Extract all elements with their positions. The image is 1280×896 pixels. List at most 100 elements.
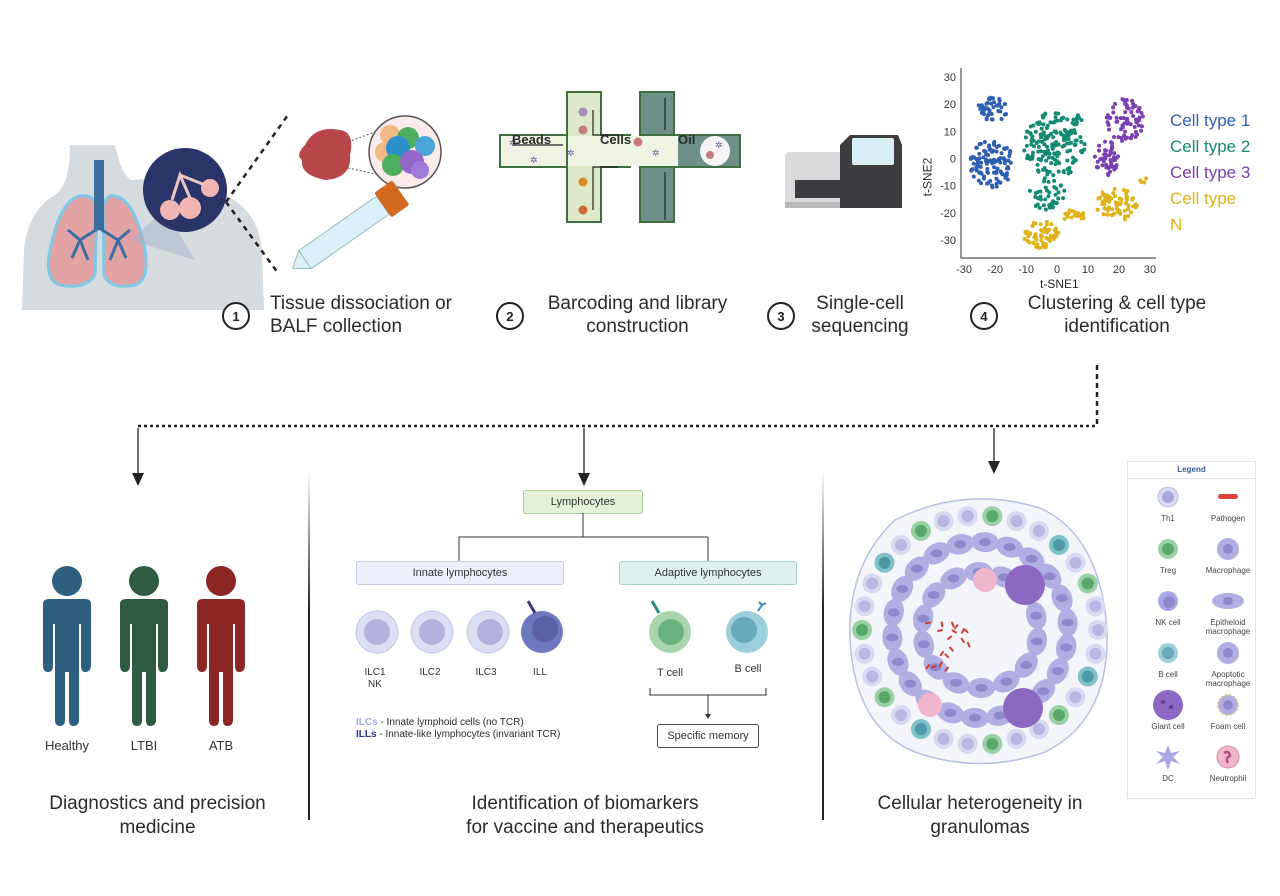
y-tick-label: -30: [940, 235, 956, 247]
lymphocyte-cell: [874, 552, 895, 573]
scatter-point: [1049, 161, 1054, 166]
scatter-point: [979, 171, 984, 176]
scatter-point: [1043, 197, 1048, 202]
scatter-point: [1042, 142, 1047, 147]
scatter-point: [1002, 146, 1007, 151]
lymphocyte-cell: [911, 719, 931, 740]
scatter-point: [1029, 138, 1034, 143]
scatter-point: [1061, 133, 1066, 138]
granuloma-title-line2: granulomas: [930, 817, 1030, 838]
svg-text:✲: ✲: [530, 155, 538, 165]
step-4-line2: identification: [1064, 316, 1170, 337]
lymphocyte-cell: [862, 666, 883, 687]
scatter-point: [1128, 135, 1133, 140]
scatter-point: [1068, 148, 1073, 153]
epitheloid-macrophage-icon: [1212, 593, 1244, 609]
scatter-point: [1038, 132, 1043, 137]
scatter-point: [1122, 121, 1127, 126]
scatter-point: [1118, 116, 1123, 121]
biomarkers-title-line1: Identification of biomarkers: [471, 793, 699, 814]
scatter-point: [1043, 152, 1048, 157]
scatter-point: [1123, 136, 1128, 141]
macrophage-cell: [995, 536, 1024, 558]
scatter-point: [991, 105, 996, 110]
scatter-point: [1041, 122, 1046, 127]
scatter-point: [1125, 121, 1130, 126]
scatter-point: [1078, 135, 1083, 140]
scatter-point: [1124, 195, 1129, 200]
scatter-point: [1047, 151, 1052, 156]
lymphocyte-cell: [854, 643, 875, 664]
person-icon: [197, 566, 245, 726]
scatter-point: [1116, 135, 1121, 140]
scatter-point: [1068, 169, 1073, 174]
scatter-point: [1067, 208, 1072, 213]
scatter-point: [1030, 150, 1035, 155]
scatter-point: [1111, 110, 1116, 115]
scatter-point: [1061, 115, 1066, 120]
scatter-point: [1039, 126, 1044, 131]
lymphocyte-cell: [854, 596, 875, 617]
scatter-point: [998, 160, 1003, 165]
tsne-xlabel: t-SNE1: [1040, 277, 1079, 291]
b-cell-label: B cell: [734, 663, 762, 675]
scatter-point: [1043, 207, 1048, 212]
scatter-point: [1027, 188, 1032, 193]
scatter-point: [1097, 195, 1102, 200]
person-label: ATB: [208, 738, 234, 753]
scatter-point: [1112, 134, 1117, 139]
person-label: LTBI: [130, 738, 158, 753]
bronchi-icon: [67, 226, 131, 261]
giant-cell-icon: [1153, 690, 1183, 720]
scatter-point: [1035, 190, 1040, 195]
scatter-point: [997, 143, 1001, 148]
scatter-point: [977, 151, 982, 156]
macrophage-cell: [1051, 584, 1073, 612]
arrow-down-icon: [578, 473, 590, 486]
scatter-point: [996, 157, 1001, 162]
y-tick-label: -20: [940, 208, 956, 220]
macrophage-cell: [913, 630, 935, 659]
scatter-point: [1106, 123, 1111, 128]
macrophage-cell: [1046, 657, 1069, 685]
scatter-point: [1054, 130, 1059, 135]
x-tick-label: 0: [1054, 264, 1060, 276]
scatter-point: [1111, 155, 1116, 160]
scatter-point: [1082, 147, 1087, 152]
scatter-point: [996, 179, 1001, 184]
scatter-point: [1033, 235, 1038, 240]
x-tick-label: -30: [956, 264, 972, 276]
scatter-point: [1112, 151, 1117, 156]
legend-item-label: Foam cell: [1210, 722, 1246, 731]
step-4-line1: Clustering & cell type: [1027, 293, 1207, 314]
macrophage-cell: [946, 534, 974, 555]
section-divider-1: [308, 470, 310, 820]
scatter-point: [1111, 105, 1116, 110]
step-3-line1: Single-cell: [816, 293, 904, 314]
scatter-point: [1082, 142, 1087, 147]
scatter-point: [987, 108, 992, 113]
scatter-point: [1062, 216, 1067, 221]
legend-item-label: Pathogen: [1210, 514, 1246, 523]
sequencer-icon: [785, 135, 902, 208]
scatter-point: [1051, 201, 1056, 206]
scatter-point: [1133, 135, 1138, 140]
scatter-point: [1112, 101, 1117, 106]
scatter-point: [1042, 225, 1047, 230]
scatter-point: [1131, 114, 1136, 119]
scatter-point: [1144, 176, 1149, 181]
scatter-point: [1114, 115, 1119, 120]
th1-cell-icon: [1157, 486, 1179, 508]
scatter-point: [1095, 207, 1100, 212]
scatter-point: [1108, 150, 1113, 155]
legend-item-label: Macrophage: [1205, 566, 1251, 575]
scatter-point: [1055, 154, 1060, 159]
scatter-point: [1101, 159, 1106, 164]
lymphocyte-cell: [852, 620, 872, 640]
lymphocyte-cell: [1029, 520, 1049, 541]
macrophage-cell: [1025, 601, 1047, 630]
step-1-badge: 1: [222, 302, 250, 330]
